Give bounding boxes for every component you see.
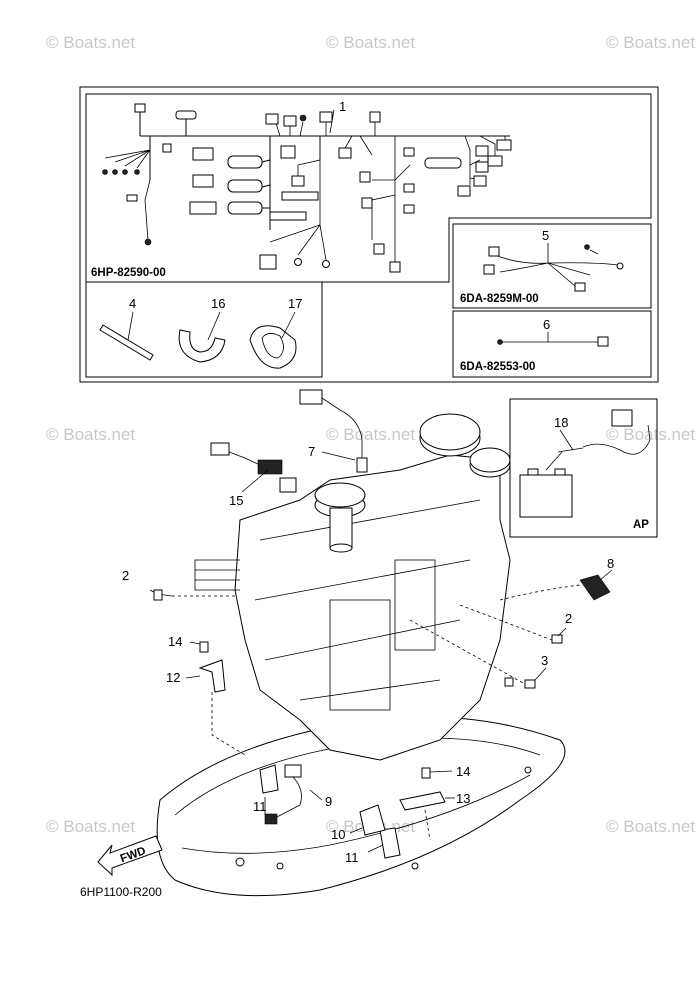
callout-12: 12 [166, 670, 180, 685]
callout-13: 13 [456, 791, 470, 806]
bracket-12-part [185, 659, 246, 756]
clamp-10-part [349, 804, 386, 836]
fwd-arrow: FWD [97, 835, 163, 877]
bolt-2-left [149, 589, 235, 601]
callout-11-left: 11 [253, 799, 267, 814]
callout-4: 4 [129, 296, 136, 311]
wire-harness-part [102, 103, 512, 273]
wire-harness-frame [85, 93, 652, 283]
lead-frame [452, 310, 652, 378]
bolt-3-part [409, 619, 547, 689]
watermarks: © Boats.net © Boats.net © Boats.net © Bo… [46, 33, 695, 836]
callout-7: 7 [308, 444, 315, 459]
switch-8-part [499, 569, 613, 601]
cable-tie-part [99, 311, 154, 361]
watermark: © Boats.net [326, 33, 415, 52]
bolt-14-upper [189, 641, 209, 653]
ap-tag: AP [633, 519, 649, 531]
ap-inset: 18 AP [509, 398, 658, 538]
callout-14-upper: 14 [168, 634, 182, 649]
watermark: © Boats.net [46, 33, 135, 52]
sub-lead-code: 6DA-8259M-00 [460, 293, 539, 305]
callout-1: 1 [339, 99, 346, 114]
callout-2-right: 2 [565, 611, 572, 626]
callout-17: 17 [288, 296, 302, 311]
grommet-11-right [367, 827, 401, 859]
sub-lead-part [483, 243, 624, 292]
callout-18: 18 [554, 415, 568, 430]
watermark: © Boats.net [606, 425, 695, 444]
callout-11-right: 11 [345, 850, 359, 865]
figure-code: 6HP1100-R200 [80, 885, 162, 899]
clamp-17-part [249, 311, 297, 369]
callout-8: 8 [607, 556, 614, 571]
watermark: © Boats.net [606, 817, 695, 836]
watermark: © Boats.net [606, 33, 695, 52]
watermark: © Boats.net [46, 425, 135, 444]
lead-9-part [264, 764, 323, 825]
accessory-frame [85, 282, 323, 378]
callout-2-left: 2 [122, 568, 129, 583]
lead-code: 6DA-82553-00 [460, 361, 535, 373]
callout-15: 15 [229, 493, 243, 508]
sensor-15-part [210, 442, 297, 493]
callout-10: 10 [331, 827, 345, 842]
callout-14-lower: 14 [456, 764, 470, 779]
sensor-7-part [299, 389, 368, 473]
watermark: © Boats.net [326, 425, 415, 444]
callout-3: 3 [541, 653, 548, 668]
callout-6: 6 [543, 317, 550, 332]
engine-block [234, 454, 511, 761]
kit-outer-frame [79, 86, 659, 383]
grommet-11-left [259, 764, 279, 815]
bolt-14-lower [421, 767, 453, 779]
sub-lead-frame [452, 223, 652, 309]
callout-9: 9 [325, 794, 332, 809]
lead-part [497, 332, 609, 347]
watermark: © Boats.net [46, 817, 135, 836]
bracket-13-part [399, 791, 455, 841]
kit-box: 1 6HP-82590-00 5 6DA-8259M-00 6 6DA-8255… [79, 86, 659, 383]
clamp-16-part [178, 311, 226, 363]
bolt-2-right [459, 604, 567, 644]
callout-16: 16 [211, 296, 225, 311]
wire-harness-code: 6HP-82590-00 [91, 267, 166, 279]
engine-illustration: 7 15 8 2 2 [122, 389, 614, 897]
callout-5: 5 [542, 228, 549, 243]
ap-frame [509, 398, 658, 538]
